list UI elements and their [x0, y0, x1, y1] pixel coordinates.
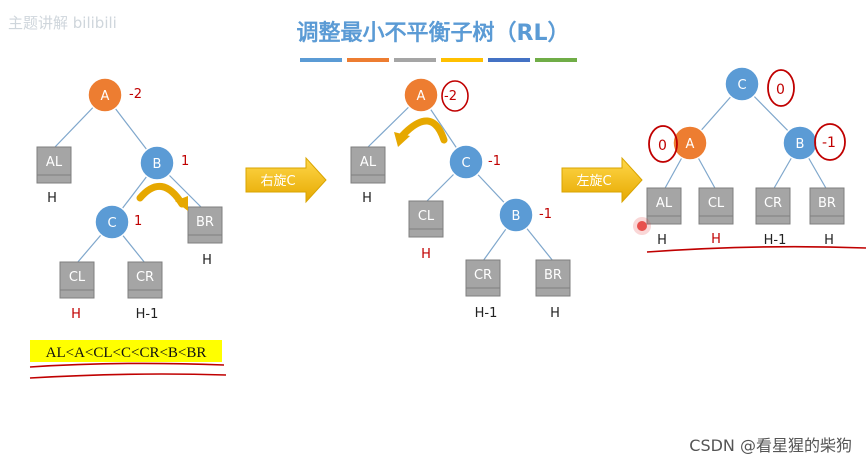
- subtree-label: CR: [764, 196, 782, 211]
- arrow-label: 左旋C: [576, 174, 611, 189]
- title-bar-segment: [441, 58, 483, 62]
- tree-2: AL H CL H CR H-1 BR H A -2 C -1: [350, 77, 571, 321]
- subtree-label: CL: [69, 270, 86, 285]
- balance-factor: 0: [776, 82, 785, 98]
- balance-factor: -1: [822, 135, 836, 151]
- subtree-cr: CR: [127, 261, 163, 299]
- subtree-label: AL: [46, 155, 63, 170]
- subtree-cr: CR: [465, 259, 501, 297]
- subtree-cl: CL: [408, 200, 444, 238]
- node-label: B: [153, 157, 162, 172]
- subtree-label: CL: [418, 209, 435, 224]
- tree-3: AL H CL H CR H-1 BR H C 0 A 0 B -1: [633, 66, 867, 253]
- height-label: H: [71, 307, 81, 322]
- subtree-label: AL: [656, 196, 673, 211]
- balance-factor: -2: [129, 87, 142, 102]
- highlight-circle: [767, 69, 795, 107]
- rotate-arrow-icon: [398, 117, 448, 144]
- subtree-br: BR: [535, 259, 571, 297]
- tree-1: AL H CL H CR H-1 BR H A -2 B 1 C: [36, 77, 223, 322]
- node-label: C: [461, 156, 470, 171]
- subtree-label: AL: [360, 155, 377, 170]
- arrow-label: 右旋C: [260, 174, 295, 189]
- subtree-br: BR: [187, 206, 223, 244]
- node-b: [139, 145, 175, 181]
- height-label: H: [202, 253, 212, 268]
- title-bar-segment: [394, 58, 436, 62]
- height-label: H: [711, 232, 721, 247]
- node-c: [94, 204, 130, 240]
- balance-factor: -1: [539, 207, 552, 222]
- inorder-sequence: AL<A<CL<C<CR<B<BR: [46, 345, 207, 361]
- subtree-al: AL: [36, 146, 72, 184]
- balance-factor: 1: [181, 154, 189, 169]
- rotate-right-arrow: 右旋C: [245, 156, 327, 204]
- node-label: C: [737, 78, 746, 93]
- title-bar-segment: [535, 58, 577, 62]
- height-label: H: [824, 233, 834, 248]
- height-label: H: [421, 247, 431, 262]
- subtree-br: BR: [809, 187, 845, 225]
- height-label: H: [47, 191, 57, 206]
- node-label: A: [101, 89, 110, 104]
- title-bar-segment: [300, 58, 342, 62]
- subtree-al: AL: [646, 187, 682, 225]
- height-label: H: [657, 233, 667, 248]
- node-a: [672, 125, 708, 161]
- balance-factor: -2: [444, 89, 457, 104]
- node-label: A: [417, 89, 426, 104]
- rotate-left-arrow: 左旋C: [561, 156, 643, 204]
- subtree-cl: CL: [59, 261, 95, 299]
- highlight-box: [30, 340, 222, 362]
- highlight-circle: [441, 80, 469, 112]
- footer-watermark: CSDN @看星猩的柴狗: [689, 436, 852, 455]
- subtree-cl: CL: [698, 187, 734, 225]
- watermark-text: 主题讲解 bilibili: [8, 14, 117, 32]
- node-label: B: [512, 209, 521, 224]
- rotate-arrowhead-icon: [394, 132, 410, 147]
- node-b: [782, 125, 818, 161]
- height-label: H: [362, 191, 372, 206]
- subtree-cr: CR: [755, 187, 791, 225]
- red-underline: [29, 373, 227, 379]
- node-c: [448, 144, 484, 180]
- rotate-arrowhead-icon: [175, 196, 188, 211]
- subtree-label: BR: [544, 268, 562, 283]
- balance-factor: 0: [658, 138, 667, 154]
- height-label: H-1: [475, 306, 498, 321]
- node-label: A: [686, 137, 695, 152]
- height-label: H-1: [136, 307, 159, 322]
- title-color-bar: [300, 58, 577, 62]
- highlight-circle: [814, 123, 846, 161]
- balance-factor: -1: [488, 154, 501, 169]
- highlight-circle: [648, 125, 678, 163]
- node-c: [724, 66, 760, 102]
- balance-factor: 1: [134, 214, 142, 229]
- subtree-label: CR: [474, 268, 492, 283]
- subtree-label: CR: [136, 270, 154, 285]
- height-label: H: [550, 306, 560, 321]
- right-arrow-icon: [561, 156, 643, 204]
- red-underline: [646, 245, 867, 253]
- title-bar-segment: [488, 58, 530, 62]
- right-arrow-icon: [245, 156, 327, 204]
- subtree-label: BR: [196, 215, 214, 230]
- height-label: H-1: [764, 233, 787, 248]
- subtree-label: BR: [818, 196, 836, 211]
- subtree-al: AL: [350, 146, 386, 184]
- page-title: 调整最小不平衡子树（RL）: [297, 20, 570, 46]
- node-label: C: [107, 216, 116, 231]
- rotate-arrow-icon: [136, 183, 186, 208]
- title-bar-segment: [347, 58, 389, 62]
- red-underline: [29, 362, 225, 368]
- node-a: [403, 77, 439, 113]
- node-label: B: [796, 137, 805, 152]
- laser-pointer-dot: [637, 221, 647, 231]
- node-a: [87, 77, 123, 113]
- subtree-label: CL: [708, 196, 725, 211]
- node-b: [498, 197, 534, 233]
